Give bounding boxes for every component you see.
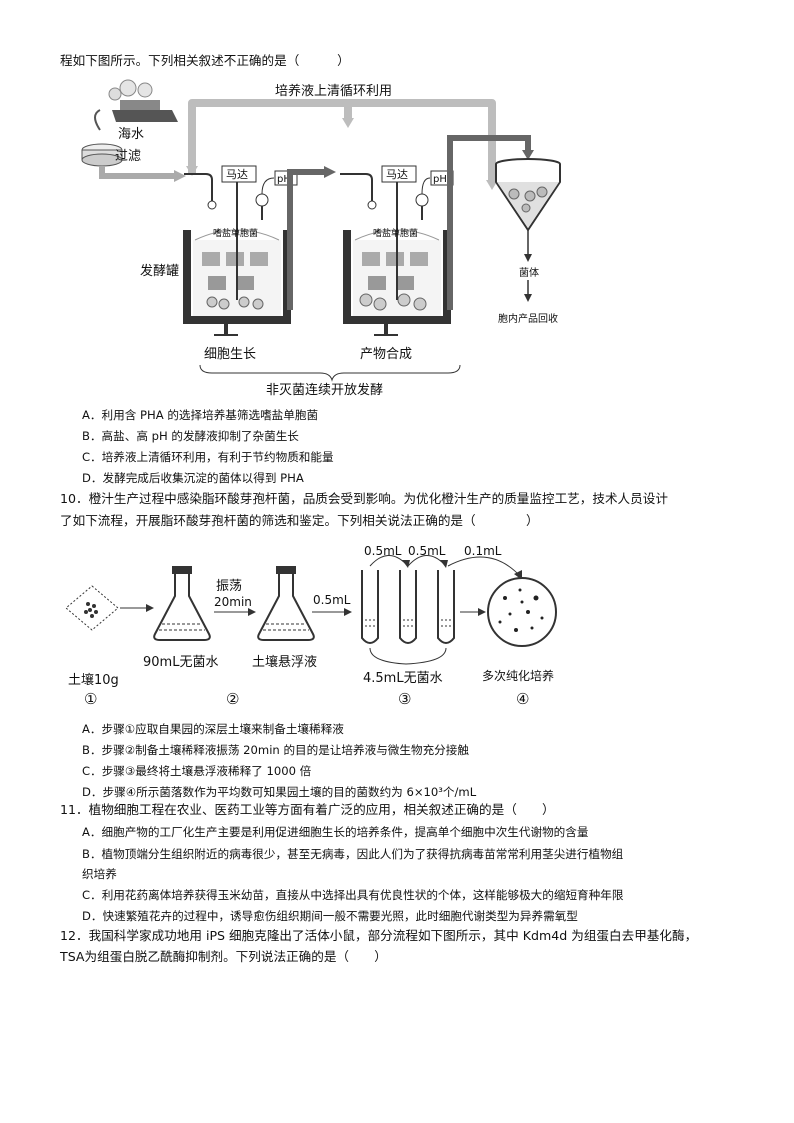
q11-option-b-cont: 织培养	[82, 867, 117, 881]
product-synthesis-label: 产物合成	[360, 347, 412, 362]
q11-stem: 11．植物细胞工程在农业、医药工业等方面有着广泛的应用，相关叙述正确的是（ ）	[60, 802, 555, 817]
q11-option-a[interactable]: A．细胞产物的工厂化生产主要是利用促进细胞生长的培养条件，提高单个细胞中次生代谢…	[82, 825, 589, 839]
water-45ml-label: 4.5mL无菌水	[363, 671, 443, 686]
flask-soil-suspension	[257, 566, 315, 641]
q10-option-d[interactable]: D．步骤④所示菌落数作为平均数可知果园土壤的目的菌数约为 6×10³个/mL	[82, 785, 477, 799]
test-tubes	[361, 555, 522, 665]
flask-sterile-water	[153, 566, 211, 641]
transfer-volume-label: 0.5mL	[313, 593, 351, 607]
cell-growth-label: 细胞生长	[204, 347, 256, 362]
soil-10g-label: 土壤10g	[68, 672, 119, 688]
step-1: ①	[84, 690, 97, 708]
fermentation-diagram: 培养液上清循环利用 海水 过滤 马	[81, 79, 561, 398]
q12-stem-line2: TSA为组蛋白脱乙酰酶抑制剂。下列说法正确的是（ ）	[60, 949, 387, 964]
fermenter-tank-2	[340, 165, 454, 324]
step-3: ③	[398, 690, 411, 708]
filter-dish-icon	[81, 143, 123, 167]
bacteria-label-2: 嗜盐单胞菌	[373, 227, 418, 239]
q9-option-c[interactable]: C．培养液上清循环利用，有利于节约物质和能量	[82, 450, 334, 464]
seawater-label: 海水	[118, 127, 144, 142]
q10-option-b[interactable]: B．步骤②制备土壤稀释液振荡 20min 的目的是让培养液与微生物充分接触	[82, 743, 469, 757]
q9-stem-tail: 程如下图所示。下列相关叙述不正确的是（ ）	[60, 53, 350, 68]
motor-label-1: 马达	[226, 168, 248, 181]
dilution-diagram: 振荡 20min 0.5mL 0.5mL 0.5mL 0.1mL	[65, 544, 557, 708]
q9-option-a[interactable]: A．利用含 PHA 的选择培养基筛选嗜盐单胞菌	[82, 408, 319, 422]
settling-funnel	[495, 158, 561, 302]
step-4: ④	[516, 690, 529, 708]
q9-option-b[interactable]: B．高盐、高 pH 的发酵液抑制了杂菌生长	[82, 429, 299, 443]
q12-stem-line1: 12．我国科学家成功地用 iPS 细胞克隆出了活体小鼠，部分流程如下图所示，其中…	[60, 928, 698, 943]
water-90ml-label: 90mL无菌水	[143, 655, 218, 670]
q10-option-c[interactable]: C．步骤③最终将土壤悬浮液稀释了 1000 倍	[82, 764, 312, 778]
fermenter-label: 发酵罐	[140, 263, 179, 279]
ph-label-1: pH	[277, 174, 291, 185]
recovery-label: 胞内产品回收	[498, 312, 558, 325]
tube-volume-3: 0.1mL	[464, 544, 502, 558]
soil-suspension-label: 土壤悬浮液	[252, 654, 317, 670]
culture-label: 多次纯化培养	[482, 668, 554, 683]
q9-option-d[interactable]: D．发酵完成后收集沉淀的菌体以得到 PHA	[82, 471, 304, 485]
petri-dish	[487, 577, 557, 647]
q10-stem-line1: 10．橙汁生产过程中感染脂环酸芽孢杆菌，品质会受到影响。为优化橙汁生产的质量监控…	[60, 491, 668, 506]
filter-label: 过滤	[115, 149, 141, 164]
step-2: ②	[226, 690, 239, 708]
motor-label-2: 马达	[386, 168, 408, 181]
q10-option-a[interactable]: A．步骤①应取自果园的深层土壤来制备土壤稀释液	[82, 722, 344, 736]
cells-label: 菌体	[519, 267, 539, 279]
ship-icon	[94, 79, 178, 131]
recycle-label: 培养液上清循环利用	[275, 83, 392, 99]
shake-time-label: 20min	[214, 595, 252, 609]
tube-volume-2: 0.5mL	[408, 544, 446, 558]
q11-option-d[interactable]: D．快速繁殖花卉的过程中，诱导愈伤组织期间一般不需要光照，此时细胞代谢类型为异养…	[82, 909, 578, 923]
open-fermentation-label: 非灭菌连续开放发酵	[266, 382, 383, 398]
q10-stem-line2: 了如下流程，开展脂环酸芽孢杆菌的筛选和鉴定。下列相关说法正确的是（ ）	[60, 513, 539, 528]
q11-option-c[interactable]: C．利用花药离体培养获得玉米幼苗，直接从中选择出具有优良性状的个体，这样能够极大…	[82, 888, 624, 902]
shake-label: 振荡	[216, 579, 242, 594]
fermenter-tank-1	[183, 165, 298, 324]
tube-volume-1: 0.5mL	[364, 544, 402, 558]
soil-sample-icon	[65, 585, 119, 631]
ph-label-2: pH	[433, 174, 447, 185]
bacteria-label-1: 嗜盐单胞菌	[213, 227, 258, 239]
q11-option-b[interactable]: B．植物顶端分生组织附近的病毒很少，甚至无病毒，因此人们为了获得抗病毒苗常常利用…	[82, 847, 624, 861]
